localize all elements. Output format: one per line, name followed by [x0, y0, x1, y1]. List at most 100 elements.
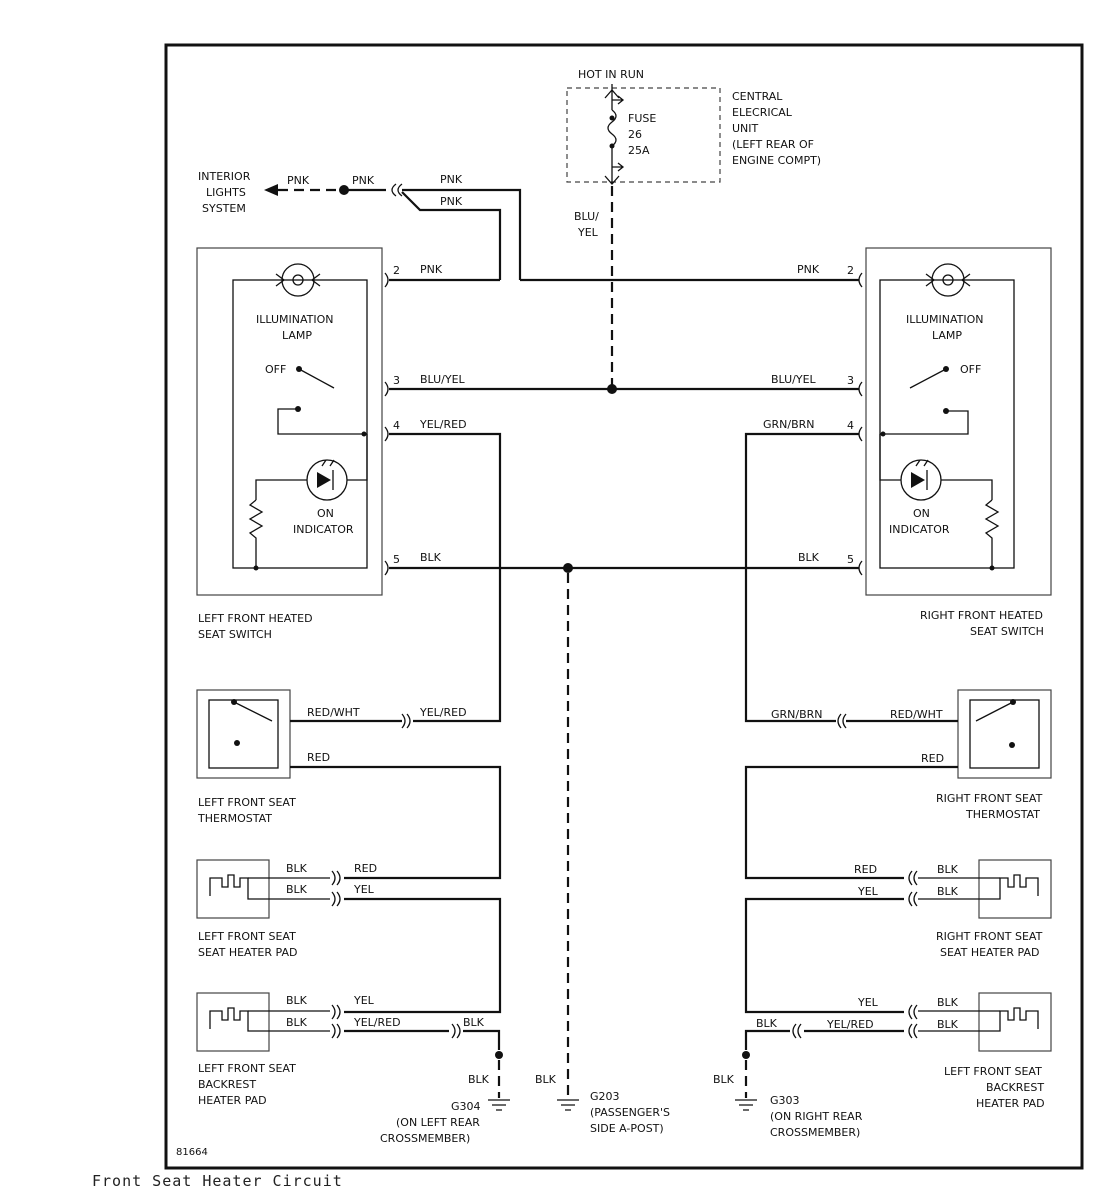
g303-wire: BLK: [713, 1073, 735, 1086]
interior-wire-top: PNK: [440, 173, 463, 186]
right-heated-seat-switch: ILLUMINATION LAMP OFF ON INDICATOR 2 3 4…: [847, 247, 1052, 638]
fuse-rating: 25A: [628, 144, 650, 157]
right-thermostat-title-1: RIGHT FRONT SEAT: [936, 792, 1043, 805]
interior-wire-bottom: PNK: [440, 195, 463, 208]
g304-label-1: G304: [451, 1100, 481, 1113]
right-heater-w3: YEL: [857, 885, 879, 898]
hot-in-run-label: HOT IN RUN: [578, 68, 644, 81]
right-wire-pnk: PNK: [797, 263, 820, 276]
left-switch-title-1: LEFT FRONT HEATED: [198, 612, 313, 625]
left-thermostat-wire-a: RED/WHT: [307, 706, 360, 719]
interior-lights-branch: INTERIOR LIGHTS SYSTEM PNK PNK PNK PNK: [198, 170, 522, 280]
interior-label-2: LIGHTS: [206, 186, 246, 199]
g303-ground-icon: [735, 1099, 757, 1111]
central-unit-line-1: CENTRAL: [732, 90, 783, 103]
g304-ground-icon: [488, 1099, 510, 1111]
left-backrest-w5: BLK: [463, 1016, 485, 1029]
left-illumination-lamp-icon: [281, 263, 315, 297]
left-thermostat-title-2: THERMOSTAT: [197, 812, 272, 825]
left-heater-title-2: SEAT HEATER PAD: [198, 946, 297, 959]
right-backrest-element-icon: [999, 1007, 1039, 1021]
ground-g203: BLK G203 (PASSENGER'S SIDE A-POST): [535, 1073, 670, 1135]
right-switch-pins: [858, 272, 863, 576]
right-backrest-w5: BLK: [756, 1017, 778, 1030]
right-thermostat: RIGHT FRONT SEAT THERMOSTAT: [936, 689, 1052, 821]
figure-caption: Front Seat Heater Circuit: [92, 1172, 343, 1190]
right-pin-3: 3: [847, 374, 854, 387]
right-switch-title-2: SEAT SWITCH: [970, 625, 1044, 638]
left-wire-yel-red: YEL/RED: [419, 418, 467, 431]
right-backrest-title-2: BACKREST: [986, 1081, 1044, 1094]
ground-g304: BLK G304 (ON LEFT REAR CROSSMEMBER): [380, 1051, 510, 1145]
right-backrest-w4: YEL/RED: [826, 1018, 874, 1031]
right-heater-w2: BLK: [937, 863, 959, 876]
g203-ground-icon: [557, 1099, 579, 1111]
left-backrest-title-2: BACKREST: [198, 1078, 256, 1091]
left-seat-heater-pad: LEFT FRONT SEAT SEAT HEATER PAD: [196, 859, 330, 959]
right-pin-4: 4: [847, 419, 854, 432]
right-pin-2: 2: [847, 264, 854, 277]
right-thermostat-wire-a: GRN/BRN: [771, 708, 823, 721]
left-pin-4: 4: [393, 419, 400, 432]
left-switch-pins: [384, 272, 389, 576]
left-backrest-title-1: LEFT FRONT SEAT: [198, 1062, 296, 1075]
right-heater-w4: BLK: [937, 885, 959, 898]
right-backrest-w1: YEL: [857, 996, 879, 1009]
left-wire-pnk: PNK: [420, 263, 443, 276]
left-backrest-w3: BLK: [286, 1016, 308, 1029]
interior-wire-1: PNK: [287, 174, 310, 187]
g304-wire: BLK: [468, 1073, 490, 1086]
right-switch-title-1: RIGHT FRONT HEATED: [920, 609, 1043, 622]
central-unit-line-5: ENGINE COMPT): [732, 154, 821, 167]
right-wire-blk: BLK: [798, 551, 820, 564]
right-illumination-lamp-icon: [931, 263, 965, 297]
diagram-frame: [164, 43, 1084, 1170]
central-unit-line-3: UNIT: [732, 122, 759, 135]
feed-wire-label-1: BLU/: [574, 210, 599, 223]
g203-wire: BLK: [535, 1073, 557, 1086]
right-seat-heater-pad: RIGHT FRONT SEAT SEAT HEATER PAD: [918, 859, 1052, 959]
right-backrest-title-1: LEFT FRONT SEAT: [944, 1065, 1042, 1078]
left-heater-w2: RED: [354, 862, 377, 875]
right-pin-5: 5: [847, 553, 854, 566]
right-backrest-title-3: HEATER PAD: [976, 1097, 1045, 1110]
interior-wire-2: PNK: [352, 174, 375, 187]
right-thermostat-wire-c: RED: [921, 752, 944, 765]
left-backrest-element-icon: [209, 1007, 249, 1021]
right-lamp-label-2: LAMP: [932, 329, 962, 342]
fuse-label: FUSE: [628, 112, 656, 125]
left-wire-blu-yel: BLU/YEL: [420, 373, 466, 386]
interior-label-1: INTERIOR: [198, 170, 251, 183]
left-heater-w4: YEL: [353, 883, 375, 896]
right-wire-blu-yel: BLU/YEL: [771, 373, 817, 386]
left-indicator-label-1: ON: [317, 507, 334, 520]
right-backrest-heater-pad: LEFT FRONT SEAT BACKREST HEATER PAD: [918, 992, 1052, 1110]
left-thermostat-wire-c: RED: [307, 751, 330, 764]
left-thermostat-wire-b: YEL/RED: [419, 706, 467, 719]
left-pin-3: 3: [393, 374, 400, 387]
left-heater-title-1: LEFT FRONT SEAT: [198, 930, 296, 943]
right-backrest-w3: BLK: [937, 1018, 959, 1031]
left-backrest-title-3: HEATER PAD: [198, 1094, 267, 1107]
left-heated-seat-switch: ILLUMINATION LAMP OFF ON INDICATOR 2 3 4…: [196, 247, 400, 641]
left-thermostat: LEFT FRONT SEAT THERMOSTAT: [196, 689, 296, 825]
g303-label-2: (ON RIGHT REAR: [770, 1110, 863, 1123]
left-heater-w1: BLK: [286, 862, 308, 875]
right-backrest-w2: BLK: [937, 996, 959, 1009]
left-switch-title-2: SEAT SWITCH: [198, 628, 272, 641]
ground-g303: BLK G303 (ON RIGHT REAR CROSSMEMBER): [713, 1051, 863, 1139]
right-lamp-label-1: ILLUMINATION: [906, 313, 984, 326]
central-unit-line-4: (LEFT REAR OF: [732, 138, 814, 151]
left-backrest-w2: YEL: [353, 994, 375, 1007]
right-indicator-label-2: INDICATOR: [889, 523, 950, 536]
left-backrest-w1: BLK: [286, 994, 308, 1007]
left-indicator-label-2: INDICATOR: [293, 523, 354, 536]
left-pin-2: 2: [393, 264, 400, 277]
right-wire-grn-brn: GRN/BRN: [763, 418, 815, 431]
g203-label-2: (PASSENGER'S: [590, 1106, 670, 1119]
right-heater-element-icon: [999, 874, 1039, 888]
left-heater-element-icon: [209, 874, 249, 888]
left-lamp-label-1: ILLUMINATION: [256, 313, 334, 326]
left-lamp-label-2: LAMP: [282, 329, 312, 342]
g303-label-3: CROSSMEMBER): [770, 1126, 860, 1139]
